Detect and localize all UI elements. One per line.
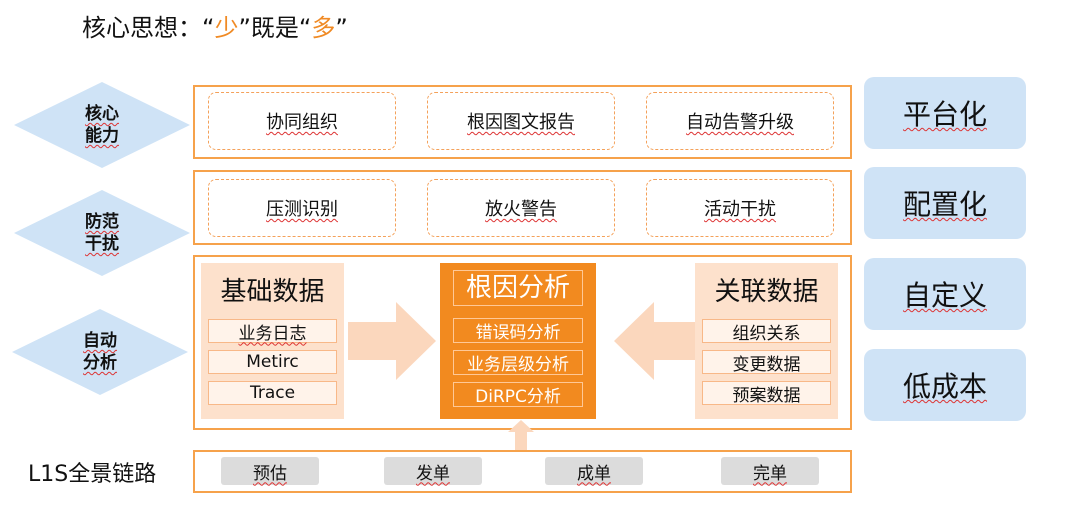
root-cause-item: DiRPC分析 [453, 382, 583, 407]
interference-row: 压测识别 放火警告 活动干扰 [193, 170, 852, 245]
basic-data-panel: 基础数据 业务日志 Metirc Trace [201, 263, 344, 419]
platformization-card: 平台化 [864, 77, 1026, 149]
related-data-item: 变更数据 [702, 350, 831, 375]
root-cause-title: 根因分析 [453, 270, 583, 306]
card-label: 低成本 [902, 370, 987, 403]
arrow-left-icon [614, 302, 702, 380]
chain-step-label: 发单 [416, 463, 450, 484]
chain-step: 发单 [384, 457, 482, 485]
capability-item-label: 根因图文报告 [467, 112, 575, 133]
root-cause-item: 错误码分析 [453, 318, 583, 343]
basic-data-title: 基础数据 [220, 277, 325, 307]
basic-data-item: Metirc [208, 350, 337, 374]
capability-item: 协同组织 [208, 92, 396, 150]
card-label: 平台化 [902, 98, 987, 131]
basic-data-item-label: Metirc [246, 352, 299, 372]
page-title: 核心思想：“少”既是“多” [82, 8, 348, 43]
interference-item-label: 压测识别 [266, 199, 338, 220]
capability-item-label: 自动告警升级 [686, 112, 794, 133]
interference-item-label: 活动干扰 [704, 199, 776, 220]
root-cause-panel: 根因分析 错误码分析 业务层级分析 DiRPC分析 [440, 263, 596, 419]
chain-step: 完单 [721, 457, 819, 485]
basic-data-item-label: 业务日志 [238, 323, 307, 344]
interference-item-label: 放火警告 [485, 199, 557, 220]
related-data-item-label: 预案数据 [732, 385, 801, 406]
diamond-label: 核心 能力 [85, 104, 119, 146]
chain-step: 成单 [545, 457, 643, 485]
root-cause-item-label: DiRPC分析 [475, 387, 561, 407]
interference-item: 活动干扰 [646, 179, 834, 237]
chain-row: 预估 发单 成单 完单 [193, 450, 852, 493]
basic-data-item: 业务日志 [208, 319, 337, 344]
root-cause-item: 业务层级分析 [453, 350, 583, 375]
quote-open-2: “ [298, 14, 312, 42]
interference-item: 压测识别 [208, 179, 396, 237]
card-label: 自定义 [902, 279, 987, 312]
capability-item: 根因图文报告 [427, 92, 615, 150]
diamond-auto-analysis: 自动 分析 [10, 307, 190, 397]
related-data-title: 关联数据 [714, 277, 819, 307]
arrow-right-icon [348, 302, 436, 380]
related-data-item-label: 组织关系 [732, 323, 801, 344]
title-prefix: 核心思想： [82, 14, 202, 42]
root-cause-item-label: 错误码分析 [475, 323, 561, 343]
related-data-item-label: 变更数据 [732, 354, 801, 375]
quote-close-1: ”既是 [238, 14, 299, 42]
configurable-card: 配置化 [864, 167, 1026, 239]
chain-step-label: 成单 [577, 463, 611, 484]
diamond-label: 防范 干扰 [85, 212, 119, 254]
related-data-item: 组织关系 [702, 319, 831, 344]
chain-step: 预估 [221, 457, 319, 485]
related-data-panel: 关联数据 组织关系 变更数据 预案数据 [695, 263, 838, 419]
arrow-up-icon [508, 420, 534, 452]
capability-item-label: 协同组织 [266, 112, 338, 133]
low-cost-card: 低成本 [864, 349, 1026, 421]
quote-open-1: “ [202, 14, 215, 42]
diamond-interference-prevention: 防范 干扰 [12, 188, 192, 278]
diamond-shape [12, 309, 188, 395]
chain-step-label: 完单 [753, 463, 787, 484]
capability-item: 自动告警升级 [646, 92, 834, 150]
card-label: 配置化 [902, 188, 987, 221]
customizable-card: 自定义 [864, 258, 1026, 330]
diamond-shape [14, 190, 190, 276]
basic-data-item: Trace [208, 381, 337, 405]
diamond-core-capability: 核心 能力 [12, 80, 192, 170]
interference-item: 放火警告 [427, 179, 615, 237]
title-highlight-less: 少 [214, 14, 239, 42]
basic-data-item-label: Trace [249, 383, 296, 403]
quote-close-2: ” [335, 14, 348, 42]
title-highlight-more: 多 [311, 14, 336, 42]
chain-step-label: 预估 [253, 463, 287, 484]
chain-label: L1S全景链路 [28, 462, 157, 487]
diamond-shape [14, 82, 190, 168]
related-data-item: 预案数据 [702, 381, 831, 406]
root-cause-item-label: 业务层级分析 [467, 355, 569, 375]
core-capability-row: 协同组织 根因图文报告 自动告警升级 [193, 85, 852, 159]
diamond-label: 自动 分析 [83, 331, 117, 373]
